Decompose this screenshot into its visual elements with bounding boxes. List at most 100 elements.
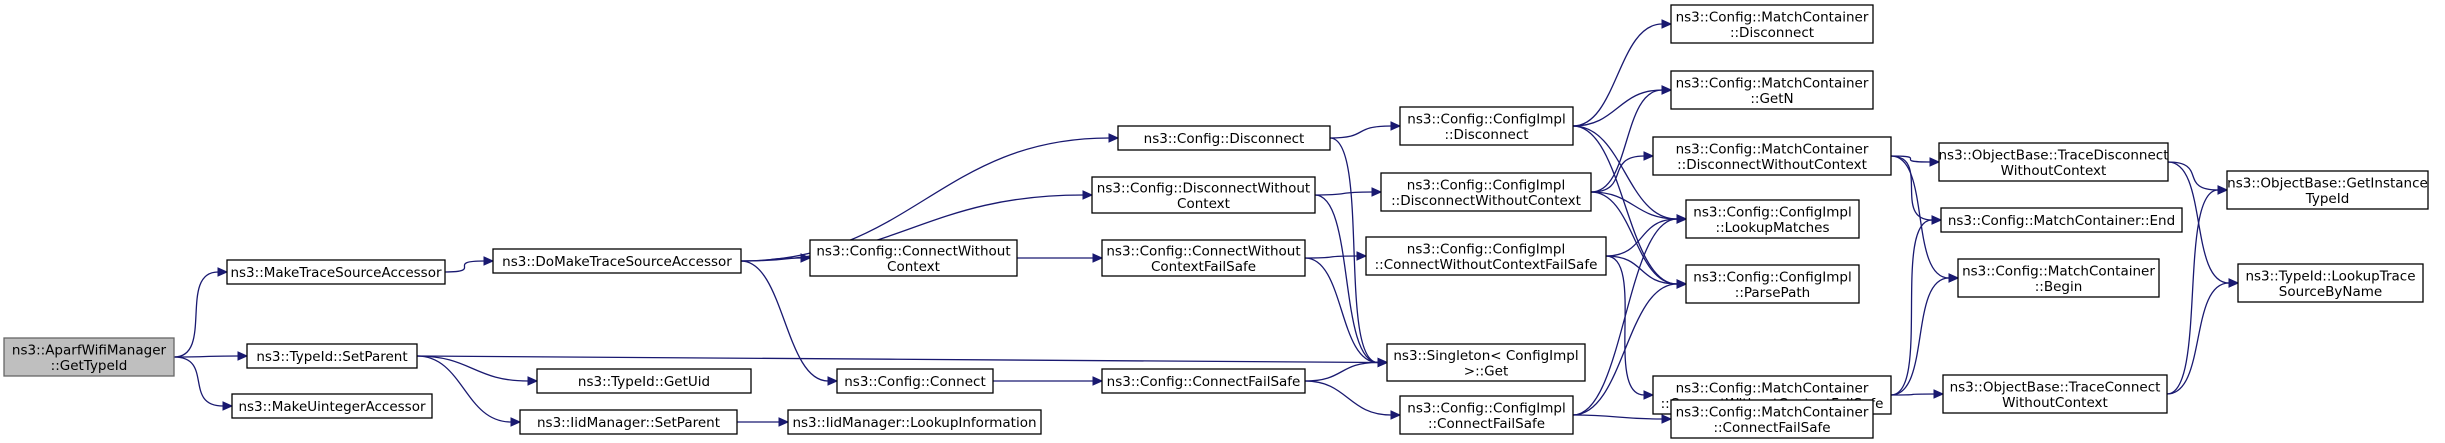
- node-root[interactable]: ns3::AparfWifiManager::GetTypeId: [3, 337, 175, 377]
- node-mua[interactable]: ns3::MakeUintegerAccessor: [231, 393, 433, 419]
- node-label: >::Get: [1464, 363, 1508, 379]
- node-box: [2237, 263, 2424, 303]
- node-cfgcwcfs[interactable]: ns3::Config::ConnectWithoutContextFailSa…: [1101, 239, 1306, 277]
- edge-cfgconn-to-cfgcfs: [993, 376, 1104, 386]
- node-box: [536, 368, 752, 394]
- node-mtsa[interactable]: ns3::MakeTraceSourceAccessor: [226, 259, 446, 285]
- node-cidwc[interactable]: ns3::Config::ConfigImpl::DisconnectWitho…: [1380, 172, 1592, 212]
- node-cfgdwc[interactable]: ns3::Config::DisconnectWithoutContext: [1091, 176, 1316, 214]
- node-box: [1670, 4, 1874, 44]
- node-mcdwc[interactable]: ns3::Config::MatchContainer::DisconnectW…: [1652, 136, 1892, 176]
- node-cicfs[interactable]: ns3::Config::ConfigImpl::ConnectFailSafe: [1399, 395, 1574, 435]
- edge-cicwcfs-to-mccwcfs: [1605, 255, 1655, 400]
- node-box: [836, 368, 994, 394]
- node-box: [1957, 258, 2160, 298]
- node-cfgdisc[interactable]: ns3::Config::Disconnect: [1117, 125, 1331, 151]
- node-box: [1386, 343, 1586, 382]
- node-label: ns3::Config::ConfigImpl: [1693, 269, 1851, 285]
- node-label: ns3::Config::ConfigImpl: [1693, 204, 1851, 220]
- node-box: [2226, 170, 2429, 210]
- node-label: Context: [1177, 196, 1230, 212]
- node-label: ::GetTypeId: [51, 358, 128, 374]
- edge-cfgcwcfs-to-cicwcfs: [1304, 251, 1368, 261]
- edge-cicfs-to-mccfs: [1572, 414, 1673, 424]
- edge-cfgcwc-to-cfgcwcfs: [1016, 253, 1104, 263]
- node-label: SourceByName: [2279, 284, 2382, 300]
- node-cfgcwc[interactable]: ns3::Config::ConnectWithoutContext: [809, 239, 1018, 277]
- node-label: ::ConnectWithoutContextFailSafe: [1375, 257, 1598, 273]
- node-cfgconn[interactable]: ns3::Config::Connect: [836, 368, 994, 394]
- node-label: ::Disconnect: [1444, 127, 1528, 143]
- node-box: [1101, 368, 1306, 394]
- node-cilm[interactable]: ns3::Config::ConfigImpl::LookupMatches: [1685, 199, 1860, 239]
- node-label: ns3::Config::MatchContainer: [1962, 263, 2155, 279]
- node-label: ns3::Config::ConfigImpl: [1407, 111, 1565, 127]
- node-label: ns3::Config::Connect: [844, 374, 986, 390]
- node-label: ns3::Config::MatchContainer: [1676, 380, 1869, 396]
- edge-obtcwc-to-obgit: [2166, 185, 2229, 395]
- node-label: ns3::Singleton< ConfigImpl: [1393, 348, 1578, 364]
- node-cfgcfs[interactable]: ns3::Config::ConnectFailSafe: [1101, 368, 1306, 394]
- node-obtcwc[interactable]: ns3::ObjectBase::TraceConnectWithoutCont…: [1942, 374, 2168, 414]
- node-label: ns3::Config::Disconnect: [1144, 131, 1305, 147]
- edge-setparent-to-singleton: [416, 355, 1389, 368]
- node-cipp[interactable]: ns3::Config::ConfigImpl::ParsePath: [1685, 264, 1860, 304]
- node-iidli[interactable]: ns3::IidManager::LookupInformation: [787, 409, 1042, 435]
- node-getuid[interactable]: ns3::TypeId::GetUid: [536, 368, 752, 394]
- node-box: [1399, 106, 1574, 146]
- edge-root-to-setparent: [173, 351, 249, 361]
- node-box: [492, 248, 742, 274]
- node-label: ns3::TypeId::GetUid: [578, 374, 710, 390]
- edge-mcdwc-to-obtdwc: [1890, 155, 1941, 167]
- node-mccfs[interactable]: ns3::Config::MatchContainer::ConnectFail…: [1670, 399, 1874, 439]
- node-box: [1117, 125, 1331, 151]
- node-mcend[interactable]: ns3::Config::MatchContainer::End: [1940, 207, 2183, 233]
- node-mcbegin[interactable]: ns3::Config::MatchContainer::Begin: [1957, 258, 2160, 298]
- node-mcgetn[interactable]: ns3::Config::MatchContainer::GetN: [1670, 70, 1874, 110]
- node-box: [3, 337, 175, 377]
- edge-cidisc-to-mcgetn: [1572, 85, 1673, 127]
- edge-cfgdwc-to-singleton: [1314, 194, 1389, 368]
- edge-setparent-to-iidsp: [416, 355, 522, 427]
- edge-obtcwc-to-tidlts: [2166, 278, 2240, 395]
- node-label: ns3::Config::ConnectFailSafe: [1107, 374, 1301, 390]
- node-label: ns3::MakeTraceSourceAccessor: [230, 265, 441, 281]
- node-obtdwc[interactable]: ns3::ObjectBase::TraceDisconnectWithoutC…: [1938, 142, 2169, 182]
- node-cicwcfs[interactable]: ns3::Config::ConfigImpl::ConnectWithoutC…: [1365, 236, 1607, 276]
- node-iidsp[interactable]: ns3::IidManager::SetParent: [519, 409, 738, 435]
- node-label: ::GetN: [1750, 91, 1793, 107]
- edge-layer: [173, 19, 2240, 427]
- node-box: [519, 409, 738, 435]
- node-label: ::DisconnectWithoutContext: [1391, 193, 1581, 209]
- node-label: ::Disconnect: [1730, 25, 1814, 41]
- edge-cfgcfs-to-cicfs: [1304, 380, 1402, 420]
- node-box: [226, 259, 446, 285]
- node-dmtsa[interactable]: ns3::DoMakeTraceSourceAccessor: [492, 248, 742, 274]
- node-label: WithoutContext: [2001, 163, 2107, 179]
- node-box: [1101, 239, 1306, 277]
- edge-cfgdwc-to-cidwc: [1314, 187, 1383, 197]
- edge-mcdwc-to-mcend: [1890, 155, 1943, 225]
- node-label: ns3::ObjectBase::TraceDisconnect: [1938, 147, 2168, 163]
- node-label: ns3::Config::MatchContainer: [1676, 404, 1869, 420]
- node-label: ::Begin: [2035, 279, 2083, 295]
- node-box: [1940, 207, 2183, 233]
- node-mcdisc[interactable]: ns3::Config::MatchContainer::Disconnect: [1670, 4, 1874, 44]
- edge-cfgdisc-to-cidisc: [1329, 121, 1402, 139]
- node-cidisc[interactable]: ns3::Config::ConfigImpl::Disconnect: [1399, 106, 1574, 146]
- node-singleton[interactable]: ns3::Singleton< ConfigImpl >::Get: [1386, 343, 1586, 382]
- edge-root-to-mua: [173, 356, 234, 411]
- node-label: ns3::TypeId::LookupTrace: [2245, 268, 2415, 284]
- edge-cidwc-to-mcgetn: [1590, 85, 1673, 193]
- node-setparent[interactable]: ns3::TypeId::SetParent: [246, 343, 418, 369]
- node-box: [1685, 264, 1860, 304]
- node-box: [1399, 395, 1574, 435]
- node-label: ns3::Config::ConfigImpl: [1407, 177, 1565, 193]
- edge-iidsp-to-iidli: [736, 417, 790, 427]
- node-label: ns3::Config::MatchContainer: [1676, 141, 1869, 157]
- node-layer: ns3::AparfWifiManager::GetTypeIdns3::Mak…: [3, 4, 2429, 439]
- node-box: [231, 393, 433, 419]
